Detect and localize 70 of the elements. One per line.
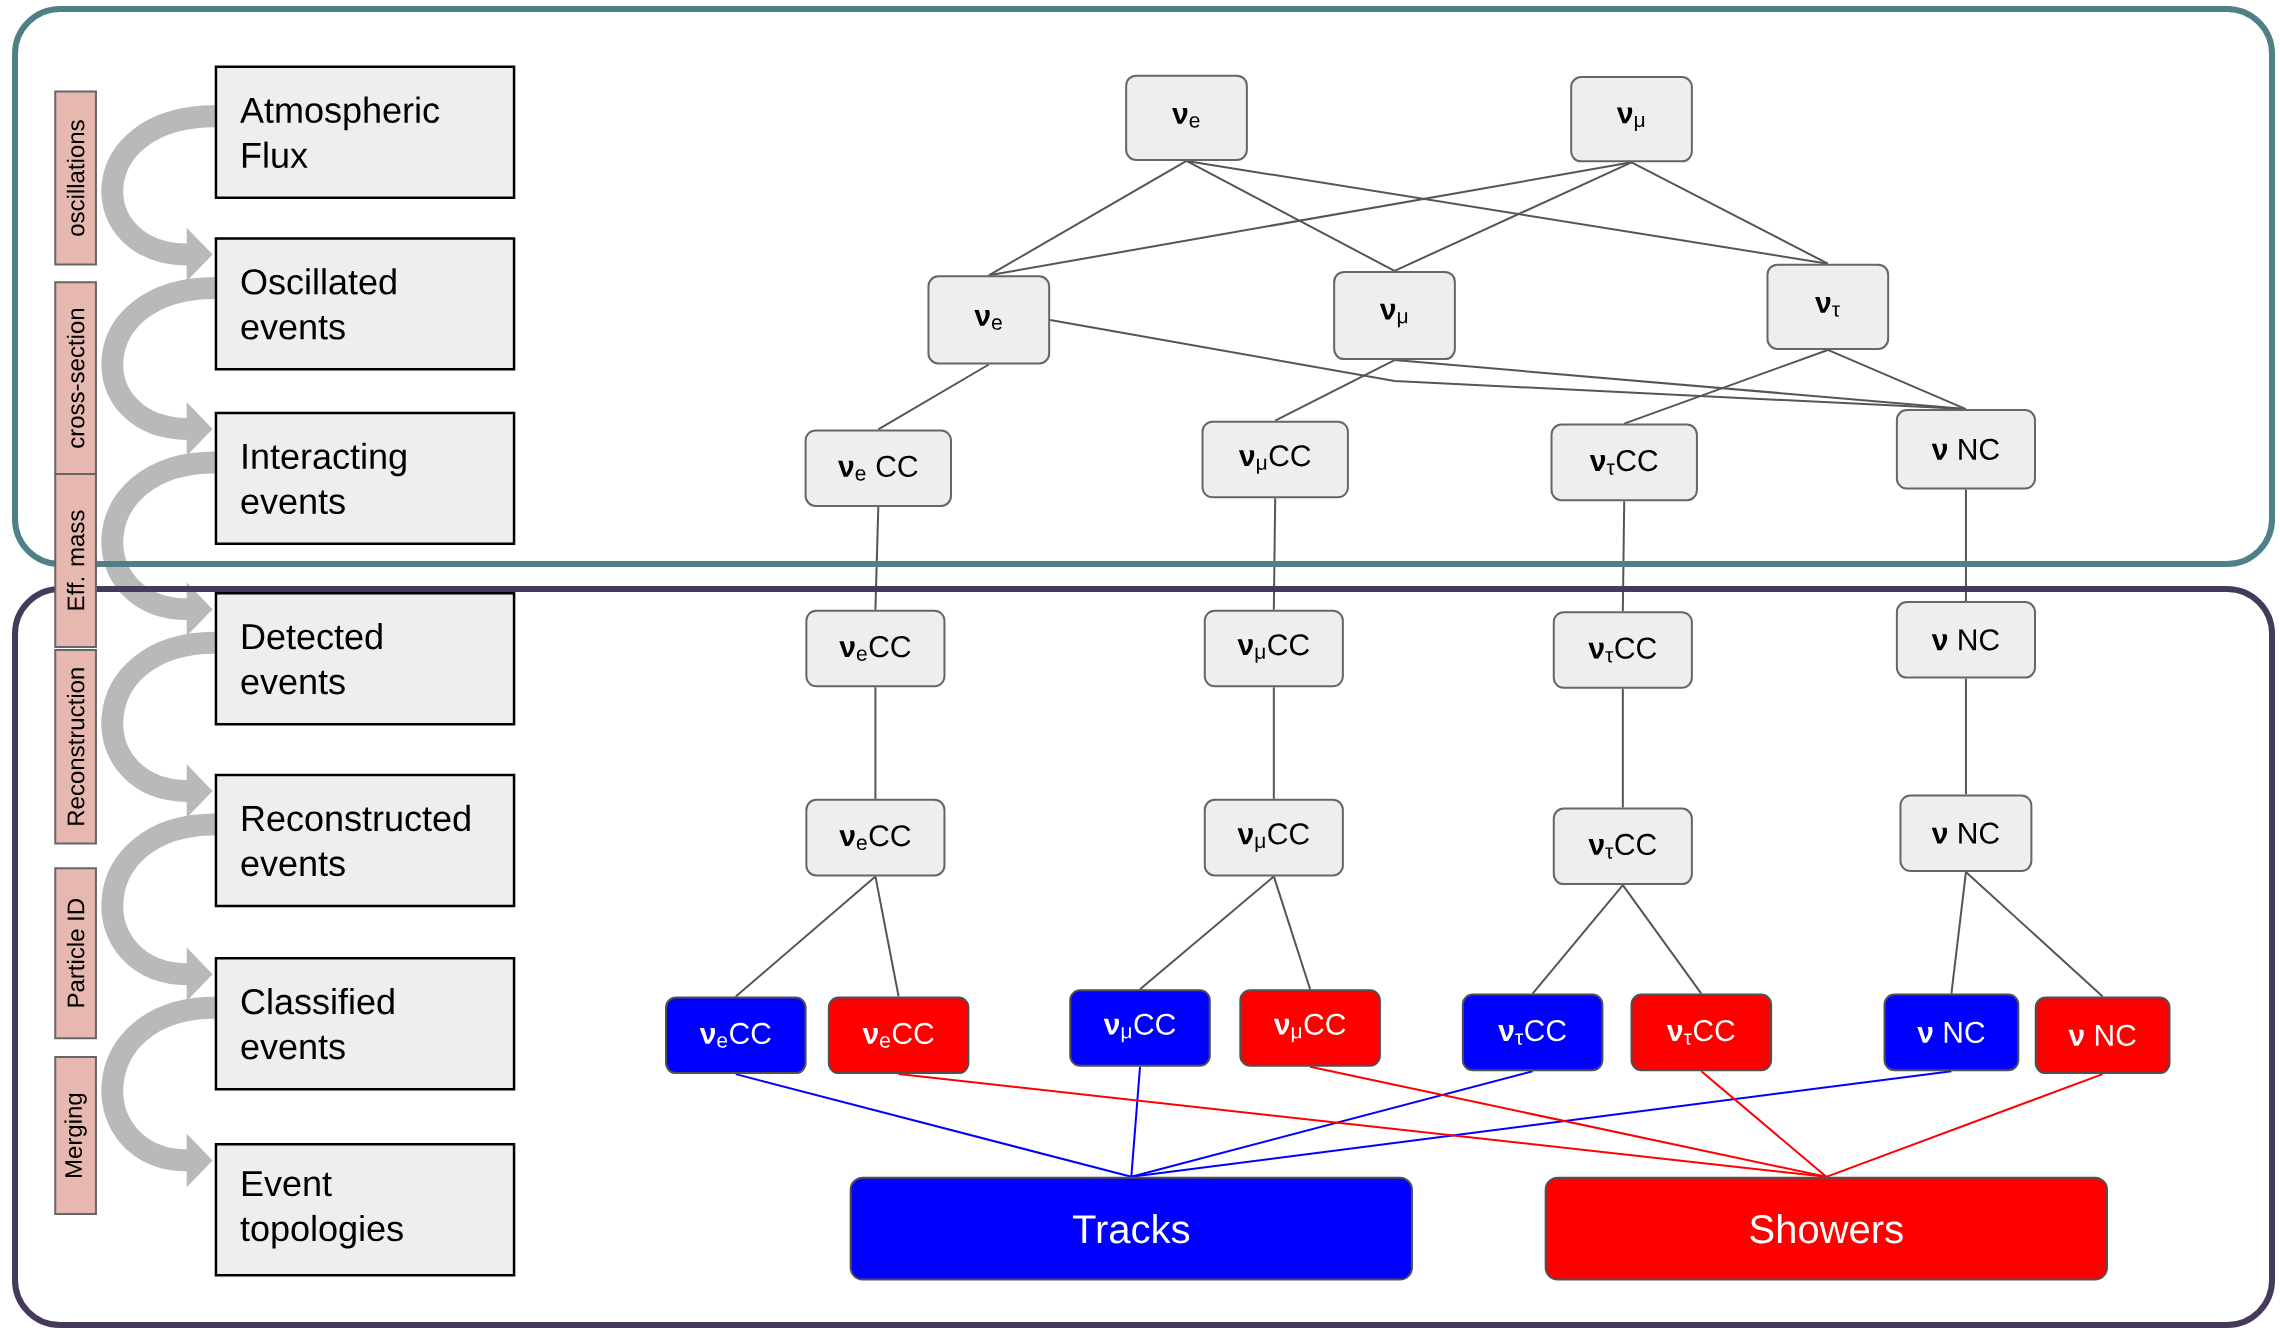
connector-line xyxy=(1272,686,1275,800)
event-box: ν$_{μ}$ xyxy=(1570,76,1693,163)
event-box: ν$_{e}$CC xyxy=(805,609,946,688)
connector-line xyxy=(1621,884,1703,995)
side-label-box: oscillations xyxy=(54,90,97,266)
connector-line xyxy=(877,363,990,431)
side-label-box: Reconstruction xyxy=(54,649,97,845)
connector-line xyxy=(734,1073,1133,1178)
stage-box: Reconstructed events xyxy=(214,773,516,908)
connector-line xyxy=(874,686,877,800)
event-box: ν$_{τ}$CC xyxy=(1461,993,1604,1072)
connector-line xyxy=(874,506,880,611)
connector-line xyxy=(1130,1070,1953,1178)
event-box: ν$_{μ}$CC xyxy=(1069,989,1211,1067)
stage-box: Interacting events xyxy=(214,411,516,546)
side-label-box: cross-section xyxy=(54,281,97,476)
stage-box: Atmospheric Flux xyxy=(214,65,516,199)
event-box: ν NC xyxy=(1895,409,2036,490)
event-box: ν$_{μ}$CC xyxy=(1239,989,1381,1067)
event-box: ν NC xyxy=(1895,601,2036,679)
event-box: ν$_{τ}$CC xyxy=(1552,807,1693,886)
side-label-box: Particle ID xyxy=(54,867,97,1040)
event-box: ν$_{e}$ xyxy=(1125,74,1248,161)
event-box: ν$_{e}$CC xyxy=(805,798,946,877)
connector-line xyxy=(1393,161,1633,272)
event-box: ν$_{μ}$ xyxy=(1333,270,1456,361)
connector-line xyxy=(1130,1065,1141,1178)
connector-line xyxy=(1950,871,1967,995)
stage-box: Event topologies xyxy=(214,1143,516,1277)
connector-line xyxy=(1130,1070,1534,1178)
connector-line xyxy=(1621,500,1626,613)
event-box: ν$_{μ}$CC xyxy=(1203,609,1344,688)
connector-line xyxy=(1185,159,1396,272)
connector-line xyxy=(1700,1070,1828,1178)
connector-line xyxy=(1964,677,1967,796)
event-box: ν$_{τ}$CC xyxy=(1630,993,1773,1072)
connector-line xyxy=(1623,348,1829,425)
connector-line xyxy=(1139,875,1275,991)
connector-line xyxy=(1630,161,1829,265)
event-box: ν$_{τ}$CC xyxy=(1550,423,1698,502)
connector-line xyxy=(1272,875,1312,991)
connector-line xyxy=(1825,1073,2104,1178)
event-box: ν$_{e}$CC xyxy=(665,996,807,1075)
category-box: Tracks xyxy=(849,1176,1413,1281)
stage-box: Detected events xyxy=(214,592,516,726)
connector-line xyxy=(1964,871,2104,998)
event-box: ν$_{μ}$CC xyxy=(1203,798,1344,877)
stage-box: Oscillated events xyxy=(214,237,516,371)
connector-line xyxy=(1621,687,1624,809)
event-box: ν$_{τ}$ xyxy=(1766,263,1890,350)
event-box: ν NC xyxy=(1899,794,2033,872)
connector-line xyxy=(874,875,900,998)
event-box: ν$_{e}$CC xyxy=(827,996,970,1075)
event-box: ν$_{μ}$CC xyxy=(1201,420,1349,499)
event-box: ν$_{τ}$CC xyxy=(1552,611,1693,689)
event-box: ν NC xyxy=(2034,996,2171,1075)
side-label-box: Eff. mass xyxy=(54,473,97,648)
connector-line xyxy=(1274,359,1396,422)
category-box: Showers xyxy=(1544,1176,2108,1281)
side-label-box: Merging xyxy=(54,1056,97,1216)
connector-line xyxy=(987,159,1188,277)
event-box: ν$_{e}$ xyxy=(927,275,1051,365)
stage-box: Classified events xyxy=(214,957,516,1091)
connector-line xyxy=(1531,884,1624,995)
connector-line xyxy=(734,875,877,998)
connector-line xyxy=(1964,488,1967,602)
event-box: ν$_{e}$ CC xyxy=(804,429,952,507)
connector-line xyxy=(1826,348,1967,411)
connector-line xyxy=(1272,497,1277,611)
event-box: ν NC xyxy=(1883,993,2020,1072)
